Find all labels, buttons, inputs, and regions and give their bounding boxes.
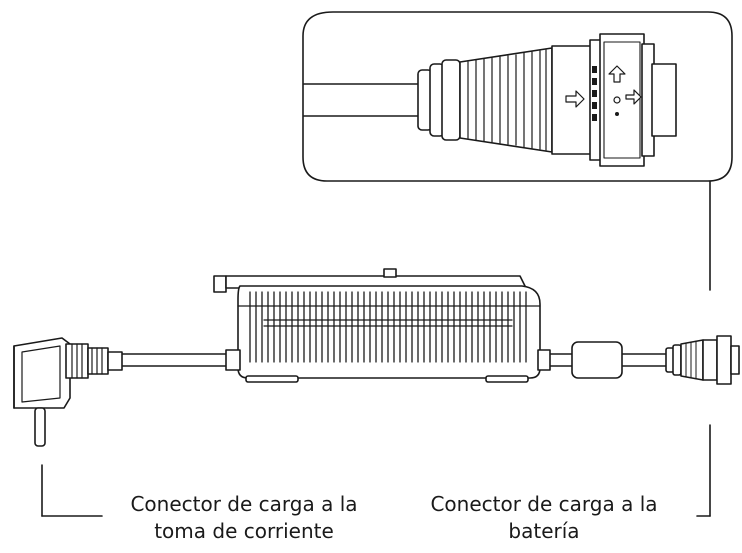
battery-connector-label: Conector de carga a la batería (410, 491, 678, 545)
charger-unit (213, 268, 551, 383)
arrow-right-icon (565, 90, 585, 108)
connector-detail-panel (302, 11, 733, 182)
battery-connector-icon (665, 335, 740, 385)
connector-body-detail (551, 33, 677, 167)
connector-grip-detail (417, 47, 553, 153)
schuko-plug-icon (13, 337, 123, 447)
power-cable (119, 353, 669, 367)
ferrite-choke (571, 341, 623, 379)
wall-connector-label-line2: toma de corriente (154, 519, 334, 543)
wall-connector-label: Conector de carga a la toma de corriente (110, 491, 378, 545)
battery-connector-label-line2: batería (508, 519, 580, 543)
arrow-up-icon (608, 65, 626, 83)
wall-connector-label-line1: Conector de carga a la (130, 492, 358, 516)
arrow-right-small-icon (625, 89, 642, 105)
battery-connector-label-line1: Conector de carga a la (430, 492, 658, 516)
